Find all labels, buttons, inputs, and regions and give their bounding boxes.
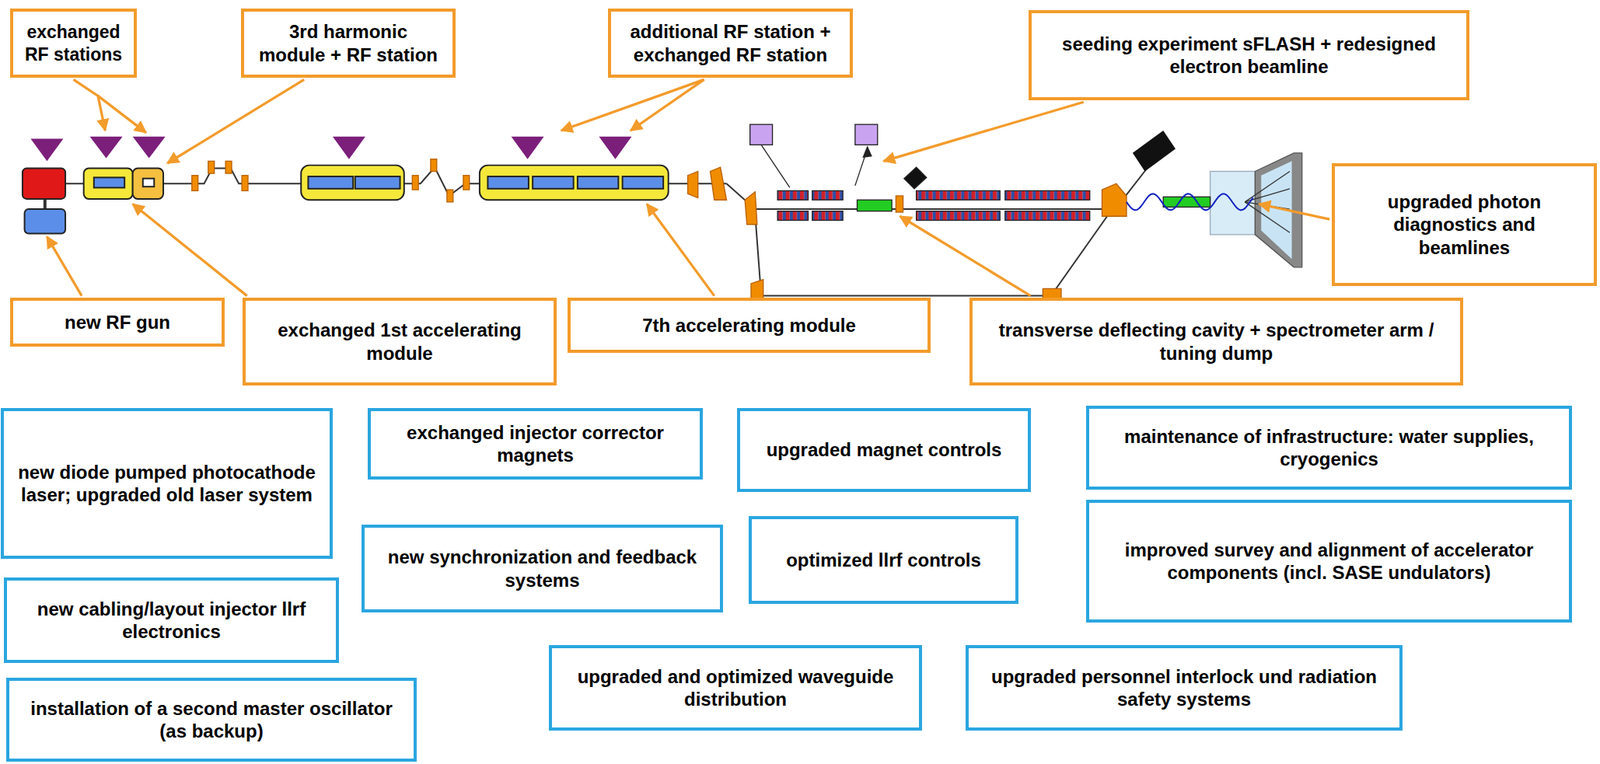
box-text: upgraded personnel interlock und radiati… <box>979 665 1389 712</box>
magnets <box>192 159 1127 309</box>
sase-undulators <box>904 167 1090 221</box>
beam-pipe <box>45 163 1152 297</box>
accelerating-modules <box>83 165 669 201</box>
box-text: exchanged 1st accelerating module <box>256 318 543 365</box>
box-text: improved survey and alignment of acceler… <box>1100 538 1559 585</box>
box-text: new cabling/layout injector llrf electro… <box>17 597 325 644</box>
system-box: upgraded magnet controls <box>737 408 1031 493</box>
box-text: new diode pumped photocathode laser; upg… <box>14 461 319 507</box>
upgrade-callout: exchanged RF stations <box>10 8 137 78</box>
box-text: additional RF station + exchanged RF sta… <box>621 20 839 67</box>
seeding-undulators <box>750 124 892 221</box>
upgrade-callout: new RF gun <box>10 297 225 347</box>
box-text: optimized llrf controls <box>786 548 982 572</box>
upgrade-callout: additional RF station + exchanged RF sta… <box>607 8 853 78</box>
box-text: exchanged RF stations <box>24 20 123 65</box>
system-box: improved survey and alignment of acceler… <box>1086 499 1573 623</box>
box-text: 3rd harmonic module + RF station <box>255 20 442 67</box>
dump <box>1132 130 1176 172</box>
upgrade-callout: seeding experiment sFLASH + redesigned e… <box>1028 10 1470 101</box>
box-text: upgraded magnet controls <box>766 438 1003 462</box>
photon-beamline <box>1126 153 1303 268</box>
box-text: transverse deflecting cavity + spectrome… <box>983 318 1450 365</box>
box-text: upgraded and optimized waveguide distrib… <box>562 665 909 712</box>
upgrade-callout: 7th accelerating module <box>567 297 931 353</box>
box-text: exchanged injector corrector magnets <box>381 421 689 468</box>
system-box: optimized llrf controls <box>748 516 1019 605</box>
box-text: 7th accelerating module <box>642 314 856 337</box>
system-box: upgraded personnel interlock und radiati… <box>965 645 1403 731</box>
box-text: maintenance of infrastructure: water sup… <box>1100 425 1559 472</box>
box-text: new synchronization and feedback systems <box>375 545 710 592</box>
box-text: upgraded photon diagnostics and beamline… <box>1345 190 1583 259</box>
rf-stations <box>30 136 632 161</box>
upgrade-callout: upgraded photon diagnostics and beamline… <box>1331 163 1597 287</box>
upgrade-callout: 3rd harmonic module + RF station <box>241 8 456 78</box>
box-text: installation of a second master oscillat… <box>20 697 403 744</box>
system-box: new diode pumped photocathode laser; upg… <box>0 408 333 559</box>
system-box: new cabling/layout injector llrf electro… <box>3 577 339 664</box>
box-text: seeding experiment sFLASH + redesigned e… <box>1042 32 1456 79</box>
system-box: installation of a second master oscillat… <box>6 677 417 762</box>
system-box: new synchronization and feedback systems <box>361 524 724 613</box>
system-box: upgraded and optimized waveguide distrib… <box>548 645 923 731</box>
system-box: maintenance of infrastructure: water sup… <box>1086 405 1573 490</box>
upgrade-callout: transverse deflecting cavity + spectrome… <box>969 297 1464 386</box>
rf-gun <box>22 168 66 235</box>
upgrade-callout: exchanged 1st accelerating module <box>242 297 557 386</box>
system-box: exchanged injector corrector magnets <box>367 408 703 480</box>
leader-arrows <box>46 79 1330 296</box>
box-text: new RF gun <box>64 310 171 334</box>
